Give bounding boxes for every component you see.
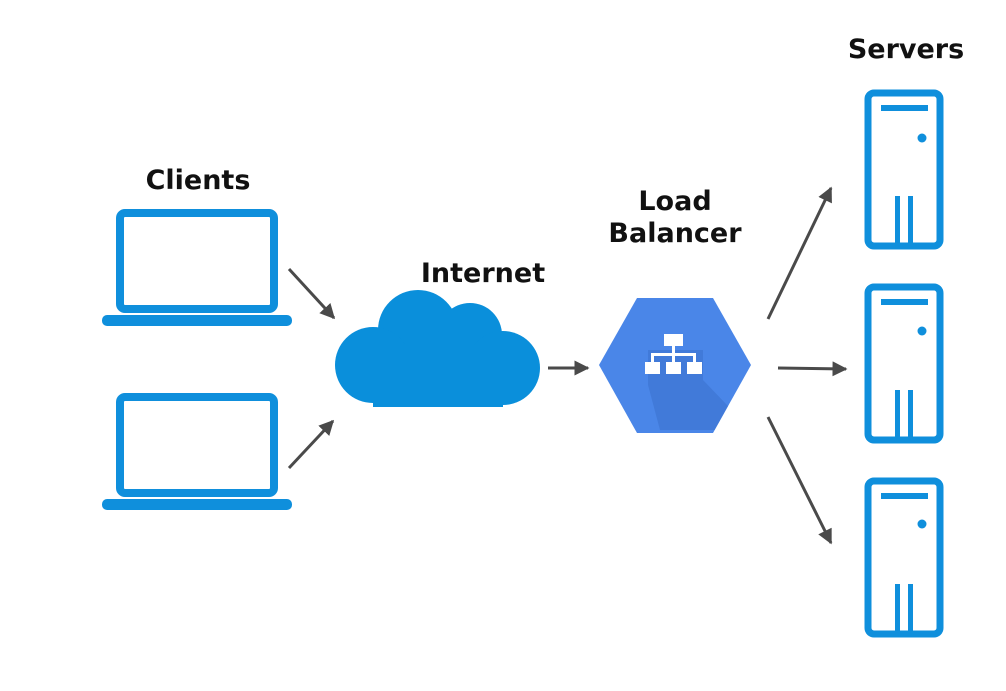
server-icon bbox=[864, 89, 944, 250]
network-tree-icon bbox=[645, 334, 702, 374]
load-balancer-label-line2: Balancer bbox=[608, 218, 742, 250]
load-balancer-label-line1: Load bbox=[638, 186, 712, 217]
arrow-laptop1-to-cloud bbox=[287, 267, 336, 320]
cloud-icon bbox=[335, 290, 540, 407]
servers-label: Servers bbox=[847, 34, 965, 65]
server-icon bbox=[864, 283, 944, 444]
arrow-lb-to-server1 bbox=[766, 186, 833, 320]
laptop-icon bbox=[102, 209, 292, 326]
clients-label: Clients bbox=[145, 165, 251, 196]
arrow-lb-to-server3 bbox=[766, 416, 833, 545]
server-icon bbox=[864, 477, 944, 638]
laptop-icon bbox=[102, 393, 292, 510]
arrow-lb-to-server2 bbox=[777, 361, 848, 377]
load-balancer-label: Load Balancer bbox=[590, 186, 760, 251]
arrow-laptop2-to-cloud bbox=[287, 419, 335, 470]
internet-label: Internet bbox=[420, 258, 546, 289]
load-balancer-icon bbox=[599, 298, 751, 433]
